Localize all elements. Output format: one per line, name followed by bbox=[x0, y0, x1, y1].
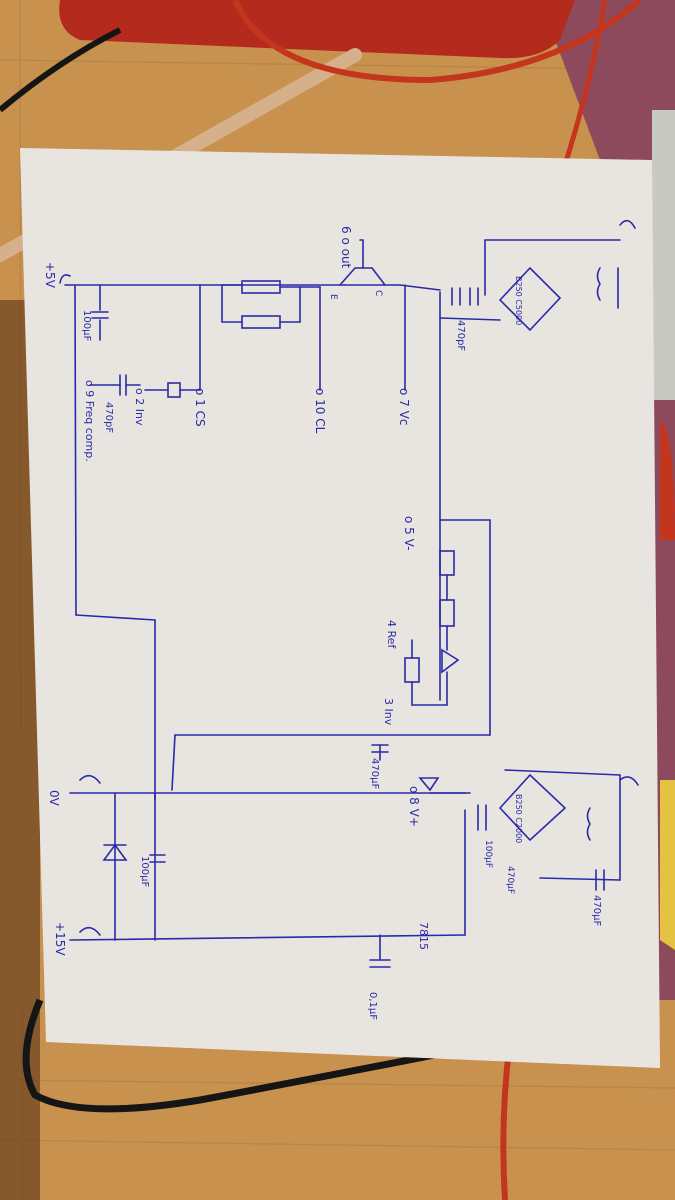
label-zero: 0V bbox=[47, 790, 61, 807]
black-cable-top bbox=[0, 27, 122, 113]
label-bridge-top: B250 C5000 bbox=[514, 276, 523, 325]
label-cs: o 1 CS bbox=[193, 388, 207, 427]
label-bridge-bottom: B250 C2000 bbox=[514, 794, 523, 843]
label-ref: 4 Ref bbox=[385, 620, 398, 649]
label-cap-100uf-mid: 100µF bbox=[139, 856, 150, 887]
red-object-right bbox=[660, 420, 675, 540]
paper-sheet bbox=[20, 148, 660, 1068]
metal-plate bbox=[652, 110, 675, 400]
yellow-object-right bbox=[660, 780, 675, 950]
red-cable bbox=[232, 0, 642, 84]
schematic-labels: 6 o out E C o 7 Vc o 10 CL o 1 CS o 2 In… bbox=[43, 226, 602, 1020]
label-cap-100uf-left: 100µF bbox=[81, 310, 92, 341]
label-reg: 7815 bbox=[417, 922, 430, 950]
schematic-drawing bbox=[59, 219, 639, 968]
label-cap-470uf-right: 470µF bbox=[591, 895, 602, 926]
label-plus15: +15V bbox=[53, 922, 67, 956]
label-cap-470uf-bottom: 470µF bbox=[505, 866, 515, 894]
label-vminus: o 5 V- bbox=[402, 516, 416, 550]
label-cl: o 10 CL bbox=[313, 388, 327, 434]
black-cable-bottom bbox=[22, 998, 511, 1113]
label-comp: o 9 Freq comp. bbox=[83, 380, 96, 462]
label-collector: C bbox=[373, 290, 383, 296]
label-emitter: E bbox=[328, 294, 338, 300]
label-cap-470pf: 470pF bbox=[103, 402, 114, 433]
label-out: 6 o out bbox=[339, 226, 353, 269]
label-cap-470uf-top: 470µF bbox=[369, 758, 380, 789]
label-cap-100uf-bottom: 100µF bbox=[483, 840, 493, 868]
label-plus5: +5V bbox=[43, 262, 57, 289]
label-cap-470pf-top: 470pF bbox=[455, 320, 466, 351]
label-vc: o 7 Vc bbox=[397, 388, 411, 425]
label-vplus: o 8 V+ bbox=[407, 786, 421, 827]
label-cap-01uf: 0,1µF bbox=[367, 992, 378, 1020]
label-ninv: 3 Inv bbox=[382, 698, 395, 726]
red-device bbox=[59, 0, 575, 59]
label-inv: o 2 Inv bbox=[133, 388, 146, 426]
